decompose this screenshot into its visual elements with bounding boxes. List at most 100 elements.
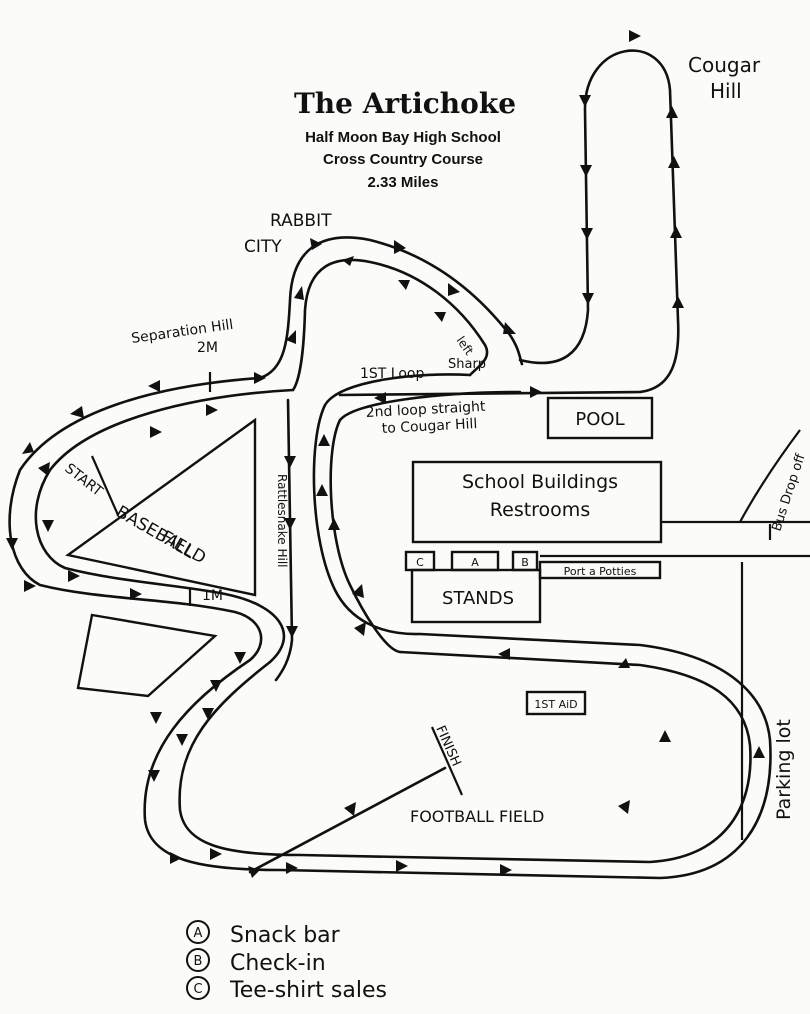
label-stand-a: A [471,556,479,569]
bus-drop-curve [739,429,801,523]
label-rattlesnake-hill: Rattlesnake Hill [275,474,289,568]
direction-arrow [580,165,592,177]
direction-arrow [500,864,512,876]
finish-line [430,726,464,796]
school-buildings [411,460,663,544]
direction-arrow [666,106,678,118]
label-finish: FINISH [432,724,463,769]
trail-center-return [312,373,472,636]
direction-arrow [354,622,366,636]
legend: A Snack bar B Check-in C Tee-shirt sales [186,920,387,1003]
direction-arrow [130,588,142,600]
unlabeled-lot [76,613,218,698]
legend-letter: B [194,954,203,969]
direction-arrow [176,734,188,746]
label-stand-c: C [416,556,424,569]
port-a-potties-box [538,560,662,580]
direction-arrow [618,800,630,814]
stand-b-box [511,550,539,572]
direction-arrow [210,680,222,692]
direction-arrow [316,484,328,496]
direction-arrow [234,652,246,664]
direction-arrow [396,860,408,872]
direction-arrow [206,404,218,416]
start-line [90,455,120,516]
direction-arrow [284,518,296,530]
trail-finish-chute [248,766,447,874]
trail-cougar-hill [518,49,680,394]
direction-arrow [70,406,84,418]
baseball-field [65,417,257,597]
direction-arrow [286,330,296,344]
label-start: START [62,461,106,500]
direction-arrow [286,626,298,638]
direction-arrow [581,228,593,240]
label-mile-1: 1M [202,588,223,604]
direction-arrow [374,392,386,404]
direction-arrow [629,30,641,42]
map-title: The Artichoke [294,87,516,120]
legend-item-check-in: B Check-in [186,948,326,976]
direction-arrow [6,538,18,550]
legend-item-snack-bar: A Snack bar [186,920,341,948]
direction-arrow [582,293,594,305]
trail-second-loop-straight [338,390,642,397]
trail-rabbit-city-inner [291,258,489,392]
direction-arrow [398,280,410,290]
direction-arrow [352,584,364,598]
direction-arrow [753,746,765,758]
legend-badge [186,948,210,972]
direction-arrow [38,462,50,476]
direction-arrow [284,456,296,468]
legend-badge [186,920,210,944]
trail-outer-west-loop [8,376,772,880]
direction-arrow [344,802,356,816]
legend-text: Snack bar [230,923,341,948]
label-restrooms: Restrooms [490,499,590,521]
direction-arrow [254,372,266,384]
direction-arrow [286,862,298,874]
map-subtitle-school: Half Moon Bay High School [305,129,501,146]
direction-arrow [148,380,160,392]
label-rabbit-city: RABBIT [270,211,332,231]
direction-arrow [68,570,80,582]
direction-arrow [150,712,162,724]
legend-item-tee-shirt-sales: C Tee-shirt sales [186,976,387,1003]
label-sharp-left-top: left [454,334,477,358]
direction-arrow [150,426,162,438]
direction-arrow [618,658,630,668]
trail-inner-west-loop [34,388,752,864]
direction-arrow [530,386,542,398]
direction-arrow [498,648,510,660]
label-stands: STANDS [442,588,514,609]
label-rabbit-city-2: CITY [244,237,282,257]
direction-arrow [22,442,34,454]
stand-c-box [404,550,436,572]
direction-arrow [310,238,322,250]
first-aid-box [525,690,587,716]
label-baseball-field-2: FIELD [158,527,210,568]
label-cougar-hill: Cougar [688,53,761,77]
direction-arrow [170,852,182,864]
label-cougar-hill-2: Hill [710,79,742,103]
label-first-aid: 1ST AiD [534,698,577,711]
direction-arrow [579,95,591,107]
direction-arrow [318,434,330,446]
direction-arrow [503,322,516,334]
direction-arrow [668,156,680,168]
legend-letter: C [193,982,202,997]
label-sharp-left: Sharp [448,357,486,372]
label-parking-lot: Parking lot [773,719,795,820]
direction-arrow [672,296,684,308]
direction-arrow [659,730,671,742]
label-stand-b: B [521,556,529,569]
trail-rabbit-city-outer [258,236,524,380]
pool-building [546,396,654,440]
label-first-loop: 1ST Loop [360,366,424,382]
legend-badge [186,976,210,1000]
label-separation-hill: Separation Hill [130,317,234,347]
direction-arrow [434,312,446,322]
label-school-buildings: School Buildings [462,471,618,493]
direction-arrow [342,256,354,266]
